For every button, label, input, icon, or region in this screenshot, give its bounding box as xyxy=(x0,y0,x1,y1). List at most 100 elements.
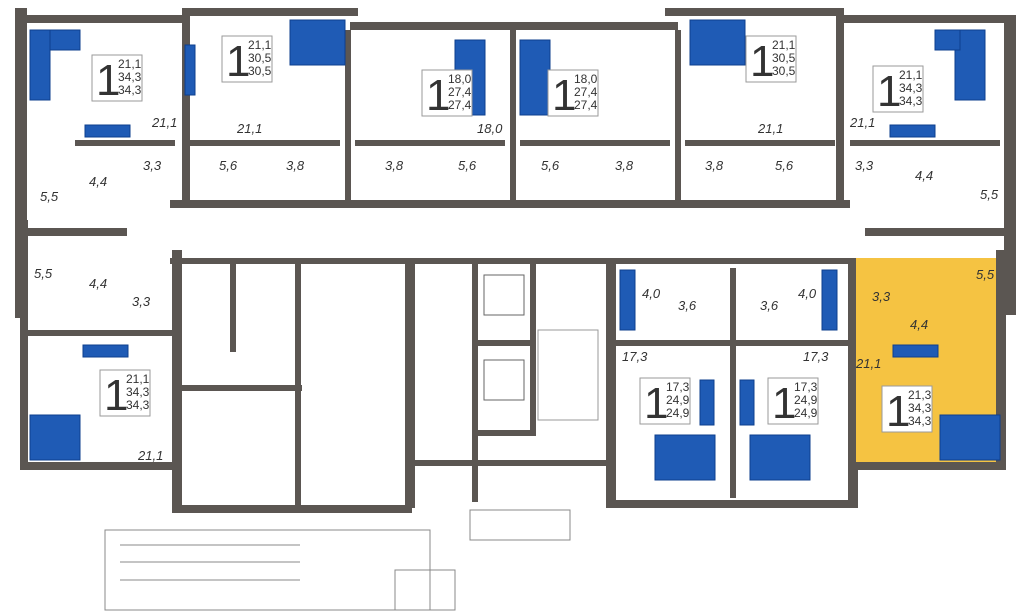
room-area-label: 4,4 xyxy=(910,317,928,332)
total-area: 34,3 xyxy=(118,70,142,84)
room-area-label: 5,6 xyxy=(541,158,560,173)
total-area-alt: 27,4 xyxy=(448,98,472,112)
furniture-item xyxy=(889,124,936,138)
apartment-card-frame xyxy=(872,65,924,113)
apartment-card[interactable]: 121,134,334,3 xyxy=(99,369,151,420)
living-area: 18,0 xyxy=(574,72,598,86)
total-area-alt: 24,9 xyxy=(794,406,818,420)
furniture-item xyxy=(699,379,715,426)
furniture-item xyxy=(84,124,131,138)
total-area: 34,3 xyxy=(899,81,923,95)
room-area-label: 21,1 xyxy=(855,356,881,371)
room-area-label: 3,8 xyxy=(705,158,724,173)
room-area-label: 18,0 xyxy=(477,121,503,136)
furniture-item xyxy=(184,44,196,96)
room-area-label: 3,3 xyxy=(143,158,162,173)
room-area-label: 3,6 xyxy=(760,298,779,313)
furniture-item xyxy=(892,344,939,358)
total-area: 30,5 xyxy=(772,51,796,65)
room-area-label: 5,5 xyxy=(976,267,995,282)
room-area-label: 3,3 xyxy=(855,158,874,173)
apartment-card[interactable]: 118,027,427,4 xyxy=(547,69,599,120)
apartment-card[interactable]: 117,324,924,9 xyxy=(639,377,691,428)
room-area-label: 5,5 xyxy=(980,187,999,202)
apartment-card[interactable]: 121,130,530,5 xyxy=(221,35,273,86)
room-area-label: 3,8 xyxy=(286,158,305,173)
room-area-label: 4,0 xyxy=(642,286,661,301)
room-count: 1 xyxy=(104,371,128,420)
room-area-label: 21,1 xyxy=(849,115,875,130)
walls xyxy=(15,8,1016,513)
apartment-card[interactable]: 121,134,334,3 xyxy=(91,54,143,105)
furniture-item xyxy=(82,344,129,358)
furniture-item xyxy=(29,414,81,461)
elevator-2 xyxy=(483,359,525,401)
room-area-label: 4,4 xyxy=(89,174,107,189)
room-count: 1 xyxy=(426,71,450,120)
living-area: 21,1 xyxy=(899,68,923,82)
apartment-card[interactable]: 121,334,334,3 xyxy=(881,385,933,436)
room-count: 1 xyxy=(750,37,774,86)
room-area-label: 3,6 xyxy=(678,298,697,313)
total-area-alt: 27,4 xyxy=(574,98,598,112)
apartment-card-frame xyxy=(91,54,143,102)
total-area-alt: 34,3 xyxy=(899,94,923,108)
room-area-label: 5,5 xyxy=(40,189,59,204)
room-area-label: 21,1 xyxy=(757,121,783,136)
total-area: 34,3 xyxy=(126,385,150,399)
total-area: 34,3 xyxy=(908,401,932,415)
furniture-item xyxy=(289,19,346,66)
total-area: 27,4 xyxy=(448,85,472,99)
apartment-card-frame xyxy=(639,377,691,425)
living-area: 21,1 xyxy=(772,38,796,52)
furniture-item xyxy=(821,269,838,331)
room-area-label: 3,8 xyxy=(385,158,404,173)
room-area-label: 5,6 xyxy=(219,158,238,173)
room-area-label: 5,6 xyxy=(775,158,794,173)
apartment-card-frame xyxy=(547,69,599,117)
total-area: 24,9 xyxy=(666,393,690,407)
room-area-label: 21,1 xyxy=(236,121,262,136)
total-area-alt: 24,9 xyxy=(666,406,690,420)
room-area-label: 17,3 xyxy=(622,349,648,364)
room-area-label: 4,4 xyxy=(89,276,107,291)
room-area-label: 21,1 xyxy=(137,448,163,463)
apartment-card-frame xyxy=(745,35,797,83)
apartment-card-frame xyxy=(881,385,933,433)
living-area: 21,1 xyxy=(118,57,142,71)
furniture-item xyxy=(519,39,551,116)
living-area: 17,3 xyxy=(666,380,690,394)
room-count: 1 xyxy=(772,379,796,428)
total-area-alt: 30,5 xyxy=(248,64,272,78)
living-area: 21,1 xyxy=(126,372,150,386)
room-area-label: 17,3 xyxy=(803,349,829,364)
furniture-item xyxy=(654,434,716,481)
elevator-1 xyxy=(483,274,525,316)
living-area: 21,3 xyxy=(908,388,932,402)
entrance-ramp xyxy=(104,509,571,611)
furniture-item xyxy=(29,29,51,101)
total-area-alt: 34,3 xyxy=(908,414,932,428)
furniture-item xyxy=(49,29,81,51)
total-area-alt: 30,5 xyxy=(772,64,796,78)
room-count: 1 xyxy=(886,387,910,436)
furniture-item xyxy=(619,269,636,331)
furniture-item xyxy=(689,19,746,66)
furniture-item xyxy=(749,434,811,481)
apartment-card-frame xyxy=(767,377,819,425)
living-area: 17,3 xyxy=(794,380,818,394)
room-count: 1 xyxy=(96,56,120,105)
total-area-alt: 34,3 xyxy=(118,83,142,97)
room-area-label: 5,6 xyxy=(458,158,477,173)
furniture-item xyxy=(739,379,755,426)
room-area-label: 3,8 xyxy=(615,158,634,173)
room-count: 1 xyxy=(552,71,576,120)
total-area: 24,9 xyxy=(794,393,818,407)
apartment-card[interactable]: 121,130,530,5 xyxy=(745,35,797,86)
apartment-card-frame xyxy=(421,69,473,117)
total-area: 30,5 xyxy=(248,51,272,65)
apartment-card[interactable]: 121,134,334,3 xyxy=(872,65,924,116)
apartment-card[interactable]: 118,027,427,4 xyxy=(421,69,473,120)
apartment-card[interactable]: 117,324,924,9 xyxy=(767,377,819,428)
